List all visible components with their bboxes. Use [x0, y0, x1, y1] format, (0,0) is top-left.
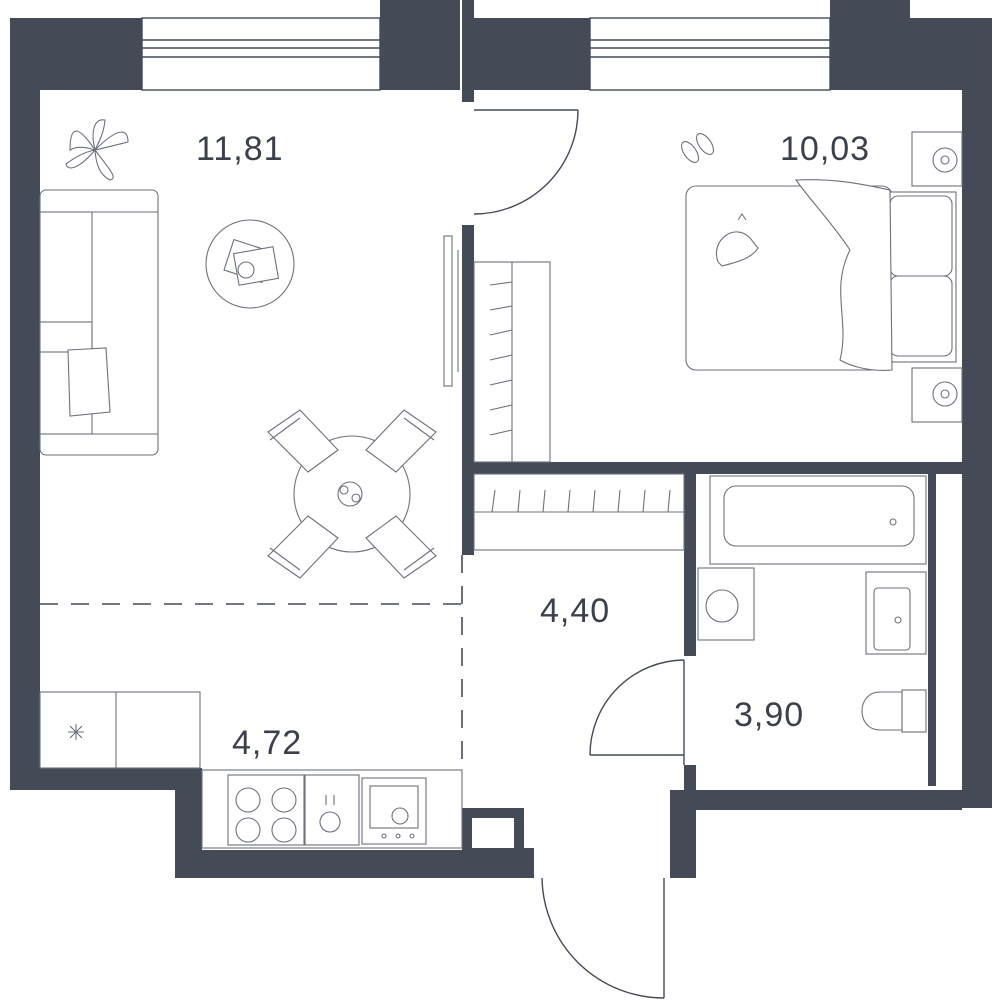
- bathtub: [709, 475, 927, 565]
- tv: [443, 235, 459, 387]
- stove: [227, 774, 305, 846]
- wardrobe-bedroom: [473, 261, 551, 463]
- washing-machine: [697, 567, 755, 641]
- chair: [365, 409, 437, 473]
- sofa: [39, 189, 159, 456]
- wardrobe-hall: [473, 473, 685, 551]
- bed: [685, 179, 957, 371]
- sink: [865, 571, 927, 655]
- room-labels: 11,81 10,03 4,40 3,90 4,72: [196, 130, 870, 762]
- oven: [361, 777, 427, 845]
- dining-table: [267, 409, 437, 579]
- toilet: [861, 689, 927, 733]
- plant-icon: [65, 119, 129, 181]
- area-label-hall: 4,40: [540, 592, 610, 630]
- area-label-bathroom: 3,90: [734, 696, 804, 734]
- cat-icon: [715, 213, 759, 267]
- area-label-kitchen: 4,72: [232, 724, 302, 762]
- nightstand-bottom: [911, 367, 963, 423]
- slippers-icon: [680, 133, 715, 163]
- area-label-living: 11,81: [196, 130, 284, 168]
- fridge: [39, 691, 201, 769]
- nightstand-top: [911, 131, 963, 187]
- windows: [141, 17, 831, 91]
- chair: [365, 515, 437, 579]
- kitchen-sink: [304, 774, 360, 846]
- chair: [267, 515, 339, 579]
- coffee-table: [205, 219, 295, 309]
- walls: [10, 0, 992, 878]
- chair: [267, 409, 339, 473]
- doors: [473, 109, 685, 999]
- area-label-bedroom: 10,03: [780, 130, 870, 168]
- zone-divider: [40, 555, 463, 770]
- table-flower-icon: [337, 481, 363, 507]
